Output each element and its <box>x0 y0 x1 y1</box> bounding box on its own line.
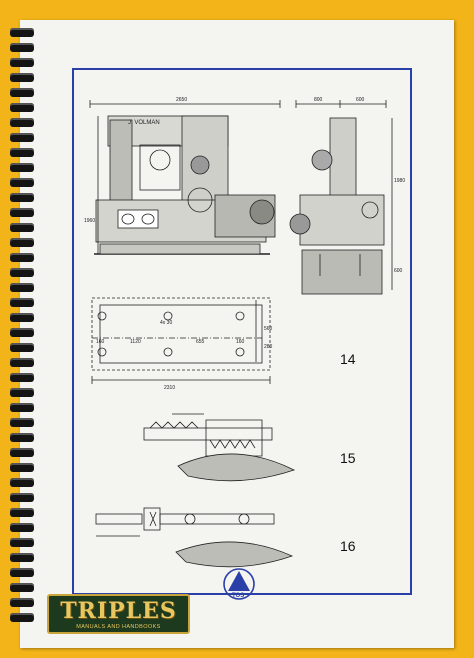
figure-16-lever-detail <box>95 507 294 568</box>
spiral-coil <box>10 463 34 472</box>
spiral-coil <box>10 43 34 52</box>
machine-front-view <box>89 100 281 255</box>
spiral-coil <box>10 163 34 172</box>
spiral-coil <box>10 448 34 457</box>
spiral-coil <box>10 283 34 292</box>
spiral-coil <box>10 598 34 607</box>
spiral-coil <box>10 568 34 577</box>
spiral-coil <box>10 373 34 382</box>
spiral-coil <box>10 613 34 622</box>
dim-base-f: 280 <box>264 344 273 350</box>
spiral-coil <box>10 298 34 307</box>
spiral-coil <box>10 223 34 232</box>
spiral-coil <box>10 493 34 502</box>
dim-base-e: 560 <box>264 326 273 332</box>
dim-base-a: 160 <box>96 339 105 345</box>
watermark-title: TRIPLES <box>60 598 177 624</box>
spiral-coil <box>10 268 34 277</box>
watermark-subtitle: MANUALS AND HANDBOOKS <box>76 624 161 630</box>
spiral-coil <box>10 328 34 337</box>
spiral-coil <box>10 58 34 67</box>
dim-base-c: 655 <box>196 339 205 345</box>
drawing-frame <box>72 68 412 595</box>
dim-base-g: 4x 30 <box>160 320 172 326</box>
spiral-coil <box>10 253 34 262</box>
figure-14-base-plan <box>91 297 271 384</box>
spiral-coil <box>10 553 34 562</box>
spiral-coil <box>10 103 34 112</box>
spiral-coil <box>10 388 34 397</box>
spiral-coil <box>10 193 34 202</box>
machine-side-view <box>289 100 393 295</box>
spiral-coil <box>10 478 34 487</box>
spiral-coil <box>10 343 34 352</box>
figure-number-14: 14 <box>340 351 356 367</box>
spiral-coil <box>10 73 34 82</box>
spiral-coil <box>10 433 34 442</box>
spiral-coil <box>10 118 34 127</box>
spiral-coil <box>10 133 34 142</box>
spiral-coil <box>10 583 34 592</box>
spiral-coil <box>10 28 34 37</box>
spiral-binding <box>10 28 36 628</box>
watermark-logo: TRIPLES MANUALS AND HANDBOOKS <box>47 594 190 634</box>
tos-logo-label: TOS <box>232 593 245 599</box>
spiral-coil <box>10 538 34 547</box>
spiral-coil <box>10 178 34 187</box>
spiral-coil <box>10 208 34 217</box>
dim-side-base: 600 <box>394 268 403 274</box>
dim-side-top-a: 800 <box>314 97 323 103</box>
dim-base-d: 160 <box>236 339 245 345</box>
dim-base-b: 1120 <box>130 339 141 345</box>
spiral-coil <box>10 403 34 412</box>
dim-side-top-b: 600 <box>356 97 365 103</box>
spiral-coil <box>10 523 34 532</box>
spiral-coil <box>10 148 34 157</box>
spiral-coil <box>10 313 34 322</box>
dim-base-length: 2310 <box>164 385 175 391</box>
dim-side-height: 1980 <box>394 178 405 184</box>
tos-logo-icon <box>223 568 255 600</box>
dim-overall-width: 2650 <box>176 97 187 103</box>
figure-number-15: 15 <box>340 450 356 466</box>
maker-label: J. VOLMAN <box>128 120 160 126</box>
spiral-coil <box>10 418 34 427</box>
figure-15-gear-detail <box>143 413 296 482</box>
spiral-coil <box>10 358 34 367</box>
spiral-coil <box>10 238 34 247</box>
spiral-coil <box>10 88 34 97</box>
dim-left-height: 1960 <box>84 218 95 224</box>
spiral-coil <box>10 508 34 517</box>
figure-number-16: 16 <box>340 538 356 554</box>
